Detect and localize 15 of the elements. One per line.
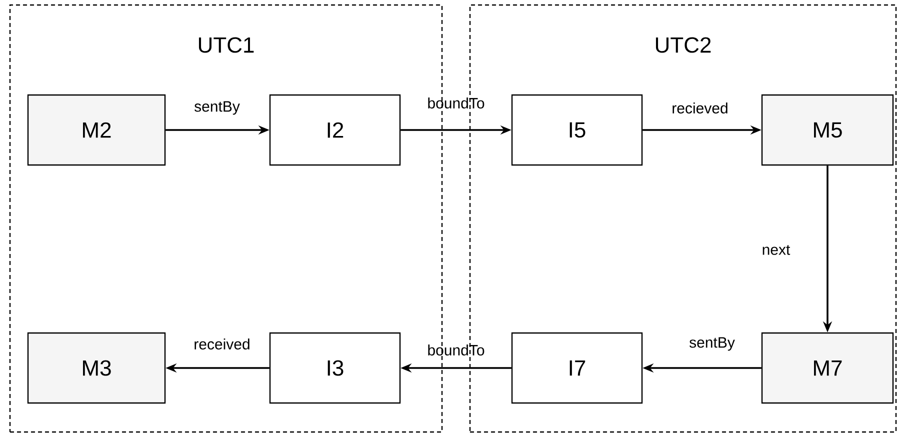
process-box: I7 xyxy=(511,332,643,404)
edge-label: recieved xyxy=(672,102,728,114)
edge-label: next xyxy=(762,245,790,255)
process-box: I3 xyxy=(269,332,401,404)
edge-label: received xyxy=(194,338,250,350)
edge-label: boundTo xyxy=(428,98,484,108)
process-box: M7 xyxy=(761,332,894,404)
edge-label: sentBy xyxy=(194,101,240,115)
process-box: M3 xyxy=(27,332,166,404)
edge-label: boundTo xyxy=(428,344,484,356)
edge-label: sentBy xyxy=(690,337,735,351)
process-box: M5 xyxy=(761,94,894,166)
process-box: I2 xyxy=(269,94,401,166)
process-box: M2 xyxy=(27,94,166,166)
process-box: I5 xyxy=(511,94,643,166)
